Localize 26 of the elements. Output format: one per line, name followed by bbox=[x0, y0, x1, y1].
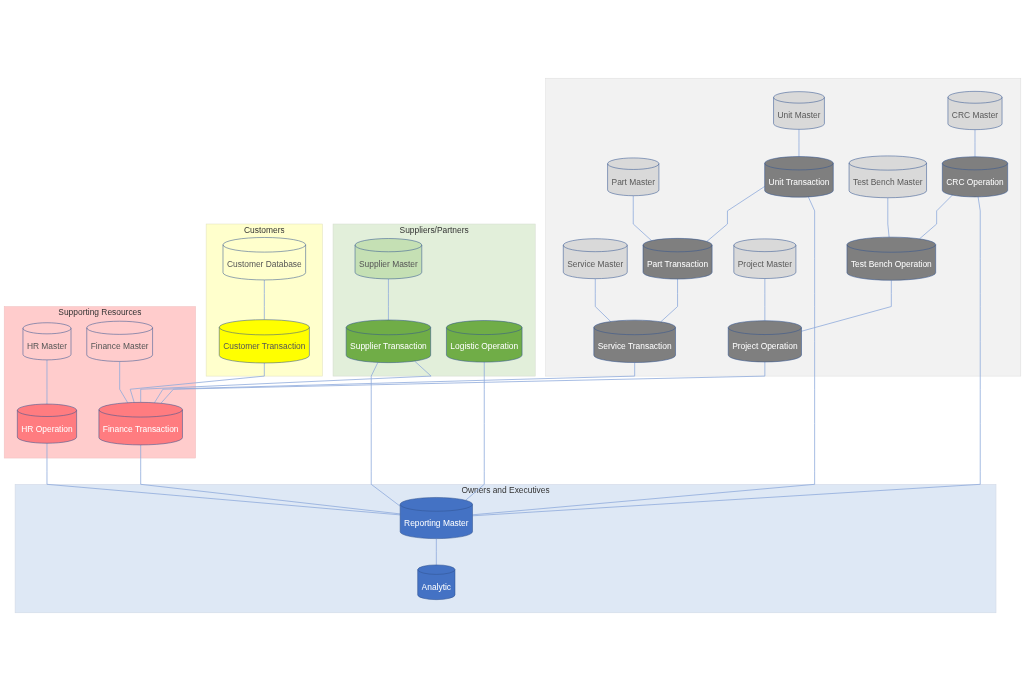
connector bbox=[263, 279, 265, 321]
connector bbox=[465, 361, 485, 501]
connector bbox=[974, 129, 976, 158]
connector bbox=[46, 442, 401, 516]
connector bbox=[706, 186, 766, 242]
connector bbox=[919, 194, 953, 240]
connector bbox=[370, 362, 401, 507]
connector bbox=[129, 362, 265, 403]
connector bbox=[472, 196, 816, 516]
connector bbox=[764, 278, 766, 322]
connector bbox=[594, 278, 612, 322]
connector bbox=[140, 444, 401, 515]
connector bbox=[472, 196, 981, 517]
cluster bbox=[545, 77, 1022, 377]
connector bbox=[388, 278, 389, 321]
connector bbox=[46, 359, 48, 405]
connector bbox=[435, 538, 437, 566]
connector bbox=[154, 362, 636, 404]
connector bbox=[140, 360, 432, 403]
connector bbox=[632, 195, 652, 242]
connector bbox=[798, 128, 800, 157]
connector bbox=[160, 361, 766, 404]
connector bbox=[801, 279, 892, 332]
connector bbox=[119, 361, 129, 404]
connector bbox=[887, 197, 890, 238]
connector bbox=[660, 278, 678, 323]
